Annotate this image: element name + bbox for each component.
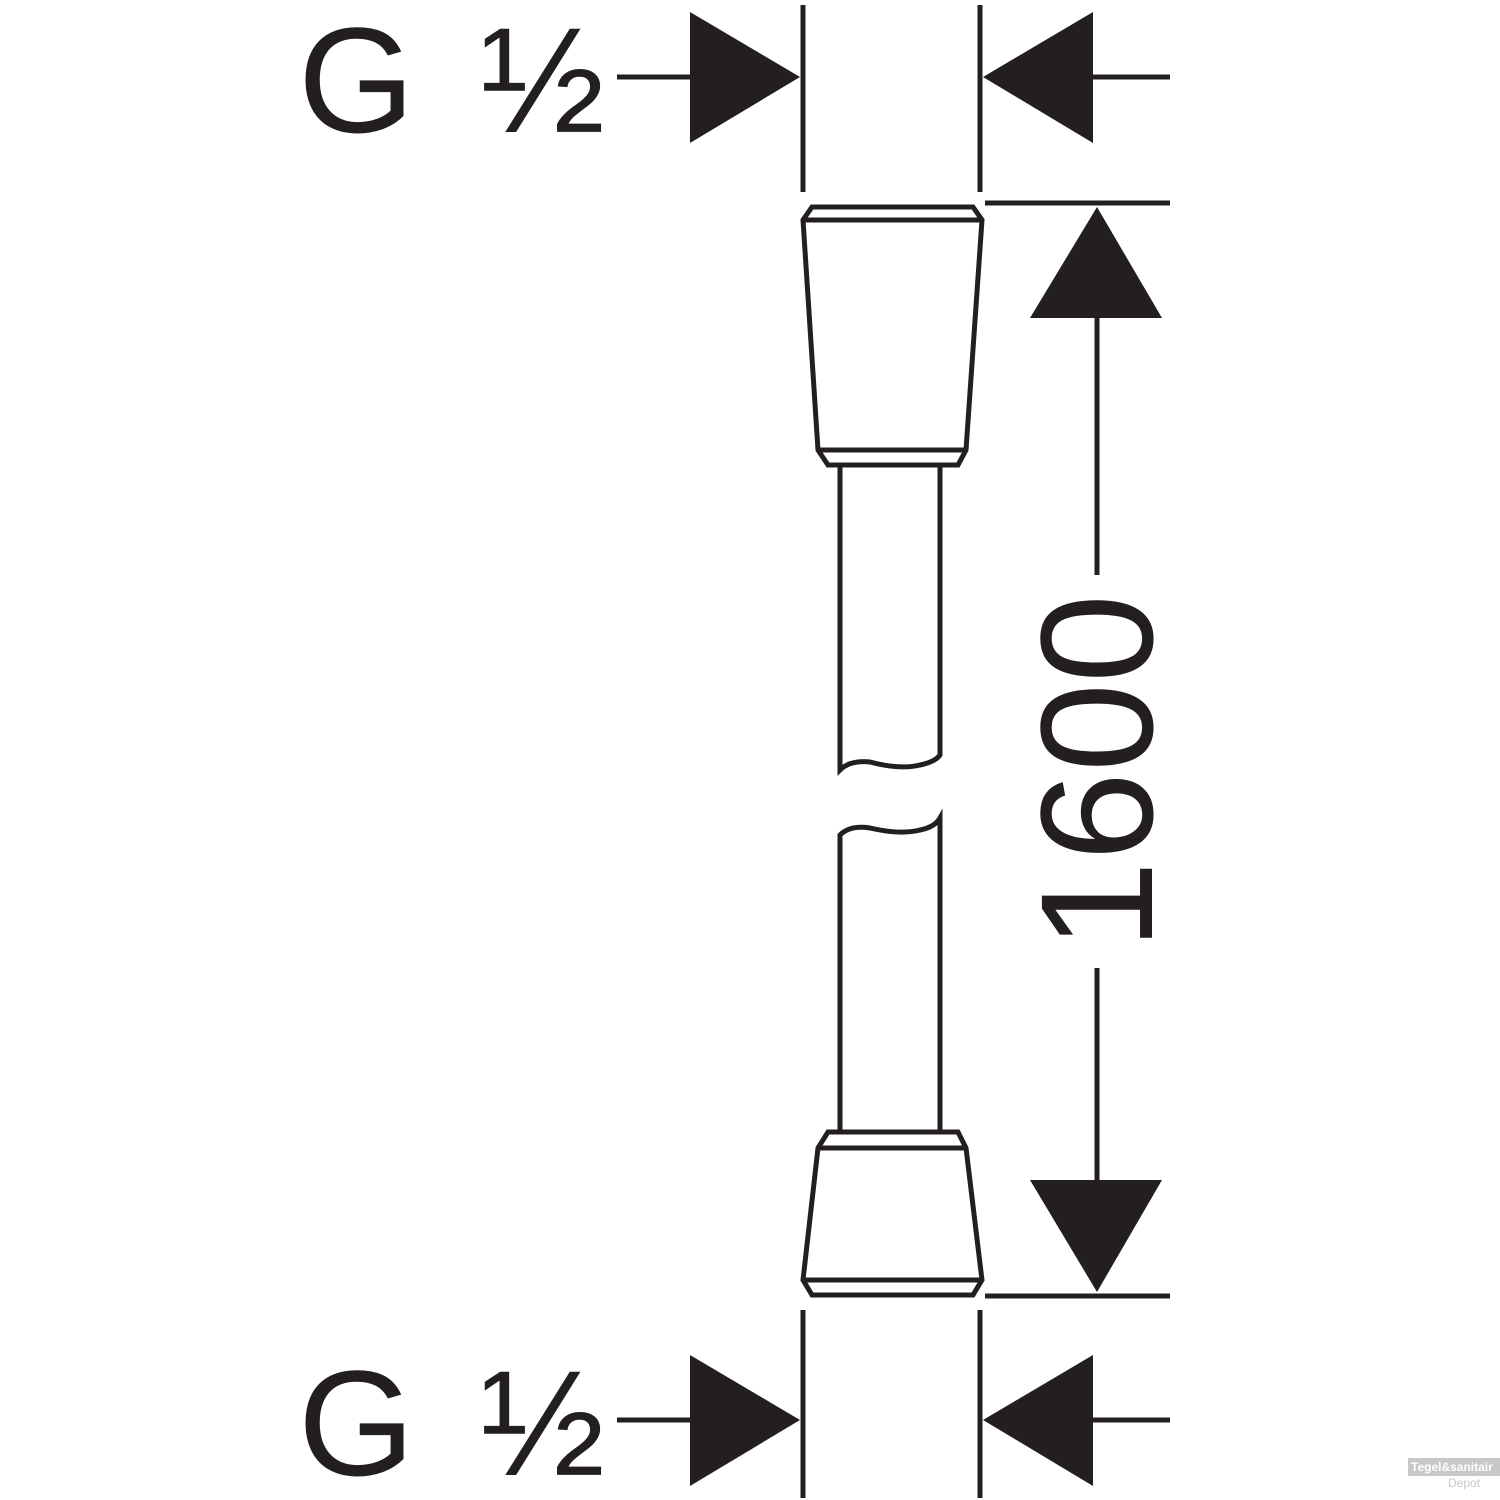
top-thread-fraction: ½ xyxy=(480,0,605,164)
length-value: 1600 xyxy=(1007,594,1186,950)
length-dimension xyxy=(985,200,1170,1299)
watermark-line2: Depot xyxy=(1448,1476,1481,1490)
bottom-thread-dimension xyxy=(617,1310,1170,1498)
watermark-line1: Tegel&sanitair xyxy=(1408,1458,1500,1476)
top-thread-dimension xyxy=(617,5,1170,192)
top-connector xyxy=(800,204,985,468)
top-right-arrowhead xyxy=(983,12,1093,143)
bottom-right-arrowhead xyxy=(983,1355,1093,1486)
bottom-connector xyxy=(800,1129,985,1298)
bottom-left-arrowhead xyxy=(690,1355,800,1486)
length-up-arrowhead xyxy=(1030,207,1162,318)
bottom-thread-fraction: ½ xyxy=(480,1339,605,1500)
length-down-arrowhead xyxy=(1030,1180,1162,1292)
top-left-arrowhead xyxy=(690,12,800,143)
bottom-thread-g: G xyxy=(298,1339,415,1500)
top-thread-g: G xyxy=(298,0,415,164)
hose xyxy=(837,465,943,1130)
watermark-logo: Tegel&sanitair Depot xyxy=(1408,1458,1500,1500)
